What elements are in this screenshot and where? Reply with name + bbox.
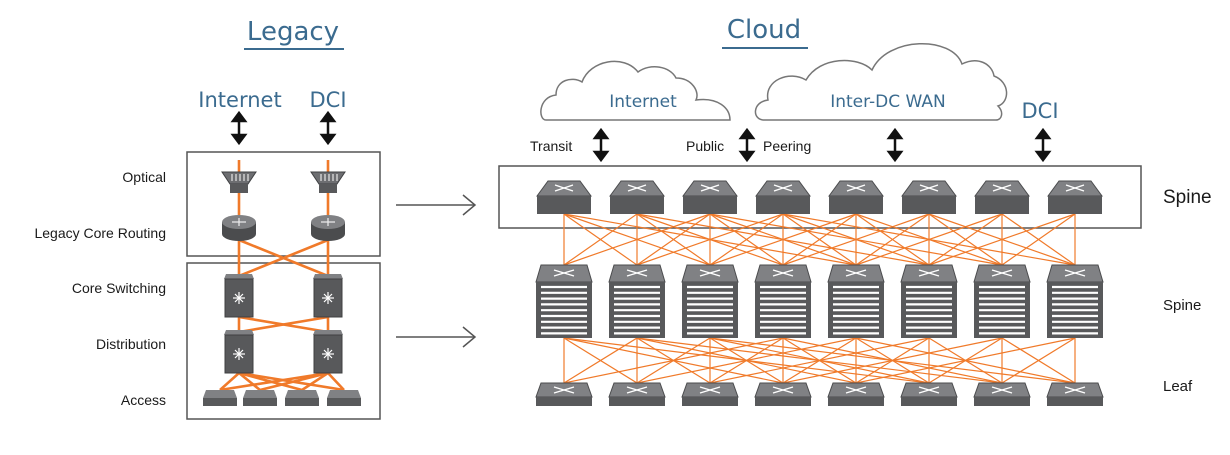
legacy-routing-box xyxy=(186,151,381,257)
layer-label-access: Access xyxy=(121,392,166,408)
router-icon xyxy=(222,215,256,241)
layer-label-core-switching: Core Switching xyxy=(72,280,166,296)
optical-device-icon xyxy=(221,171,257,193)
cloud-dci-label: DCI xyxy=(1021,99,1058,123)
spine-switch-icon xyxy=(608,264,666,338)
spine-switch-icon xyxy=(973,264,1031,338)
spine-switch-icon xyxy=(900,264,958,338)
transit-label: Transit xyxy=(530,138,572,154)
legacy-internet-arrow-icon xyxy=(230,110,248,146)
leaf-switch-icon xyxy=(900,382,958,406)
spine-switch-icon xyxy=(681,264,739,338)
peering-label: Peering xyxy=(763,138,811,154)
spine-router-icon xyxy=(828,180,884,214)
spine-router-icon xyxy=(1047,180,1103,214)
leaf-switch-icon xyxy=(535,382,593,406)
distribution-switch-icon xyxy=(224,330,254,374)
leaf-row xyxy=(535,382,1104,406)
access-switch-icon xyxy=(327,390,361,406)
wan-cloud-icon xyxy=(754,43,1008,121)
legacy-title: Legacy xyxy=(247,17,339,47)
spine-switch-icon xyxy=(827,264,885,338)
access-switch-icon xyxy=(285,390,319,406)
top-spine-row xyxy=(536,180,1103,214)
core-switch-icon xyxy=(313,274,343,318)
leaf-switch-icon xyxy=(754,382,812,406)
core-switch-icon xyxy=(224,274,254,318)
legacy-internet-label: Internet xyxy=(198,88,281,112)
spine-row xyxy=(535,264,1104,338)
transition-arrow-icon xyxy=(396,326,477,348)
legacy-dci-label: DCI xyxy=(309,88,346,112)
dci-arrow-icon xyxy=(1034,127,1052,163)
wan-arrow-icon xyxy=(886,127,904,163)
cloud-wan-label: Inter-DC WAN xyxy=(830,92,946,112)
legacy-links xyxy=(219,160,345,392)
spine-switch-icon xyxy=(1046,264,1104,338)
optical-device-icon xyxy=(310,171,346,193)
layer-label-core-routing: Legacy Core Routing xyxy=(34,225,166,241)
spine-router-icon xyxy=(901,180,957,214)
leaf-switch-icon xyxy=(608,382,666,406)
access-switch-icon xyxy=(243,390,277,406)
spine-router-icon xyxy=(755,180,811,214)
leaf-switch-icon xyxy=(1046,382,1104,406)
spine-router-icon xyxy=(536,180,592,214)
top-spine-box xyxy=(498,165,1142,229)
public-peering-arrow-icon xyxy=(738,127,756,163)
spine-router-icon xyxy=(682,180,738,214)
tier-label-leaf: Leaf xyxy=(1163,378,1193,395)
spine-router-icon xyxy=(609,180,665,214)
leaf-switch-icon xyxy=(681,382,739,406)
legacy-dci-arrow-icon xyxy=(319,110,337,146)
tier-label-spine-top: Spine xyxy=(1163,187,1212,208)
layer-label-optical: Optical xyxy=(122,169,166,185)
transit-arrow-icon xyxy=(592,127,610,163)
legacy-switching-box xyxy=(186,262,381,420)
layer-label-distribution: Distribution xyxy=(96,336,166,352)
public-label: Public xyxy=(686,138,724,154)
cloud-title: Cloud xyxy=(727,15,801,45)
cloud-links xyxy=(563,213,1076,384)
access-switch-icon xyxy=(203,390,237,406)
tier-label-spine: Spine xyxy=(1163,297,1201,314)
router-icon xyxy=(311,215,345,241)
distribution-switch-icon xyxy=(313,330,343,374)
leaf-switch-icon xyxy=(827,382,885,406)
leaf-switch-icon xyxy=(973,382,1031,406)
spine-switch-icon xyxy=(535,264,593,338)
transition-arrow-icon xyxy=(396,194,477,216)
spine-switch-icon xyxy=(754,264,812,338)
spine-router-icon xyxy=(974,180,1030,214)
cloud-internet-label: Internet xyxy=(609,92,677,112)
internet-cloud-icon xyxy=(540,60,731,121)
